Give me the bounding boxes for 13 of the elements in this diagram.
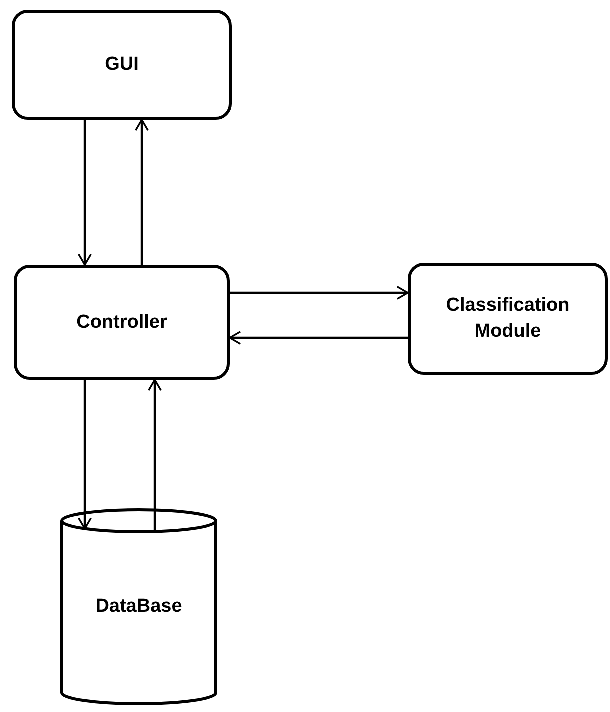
arrow bbox=[229, 330, 408, 346]
process-box bbox=[14, 265, 230, 380]
arrow bbox=[230, 286, 409, 300]
node-label: GUI bbox=[105, 53, 139, 78]
arrow bbox=[78, 380, 92, 530]
node-label: Classification Module bbox=[445, 294, 571, 344]
arrow bbox=[78, 120, 92, 266]
arrow bbox=[134, 119, 150, 265]
process-box bbox=[12, 10, 232, 120]
arrow bbox=[148, 379, 162, 532]
node-label: DataBase bbox=[96, 595, 182, 620]
process-box bbox=[408, 263, 608, 375]
node-label: Controller bbox=[76, 310, 168, 335]
